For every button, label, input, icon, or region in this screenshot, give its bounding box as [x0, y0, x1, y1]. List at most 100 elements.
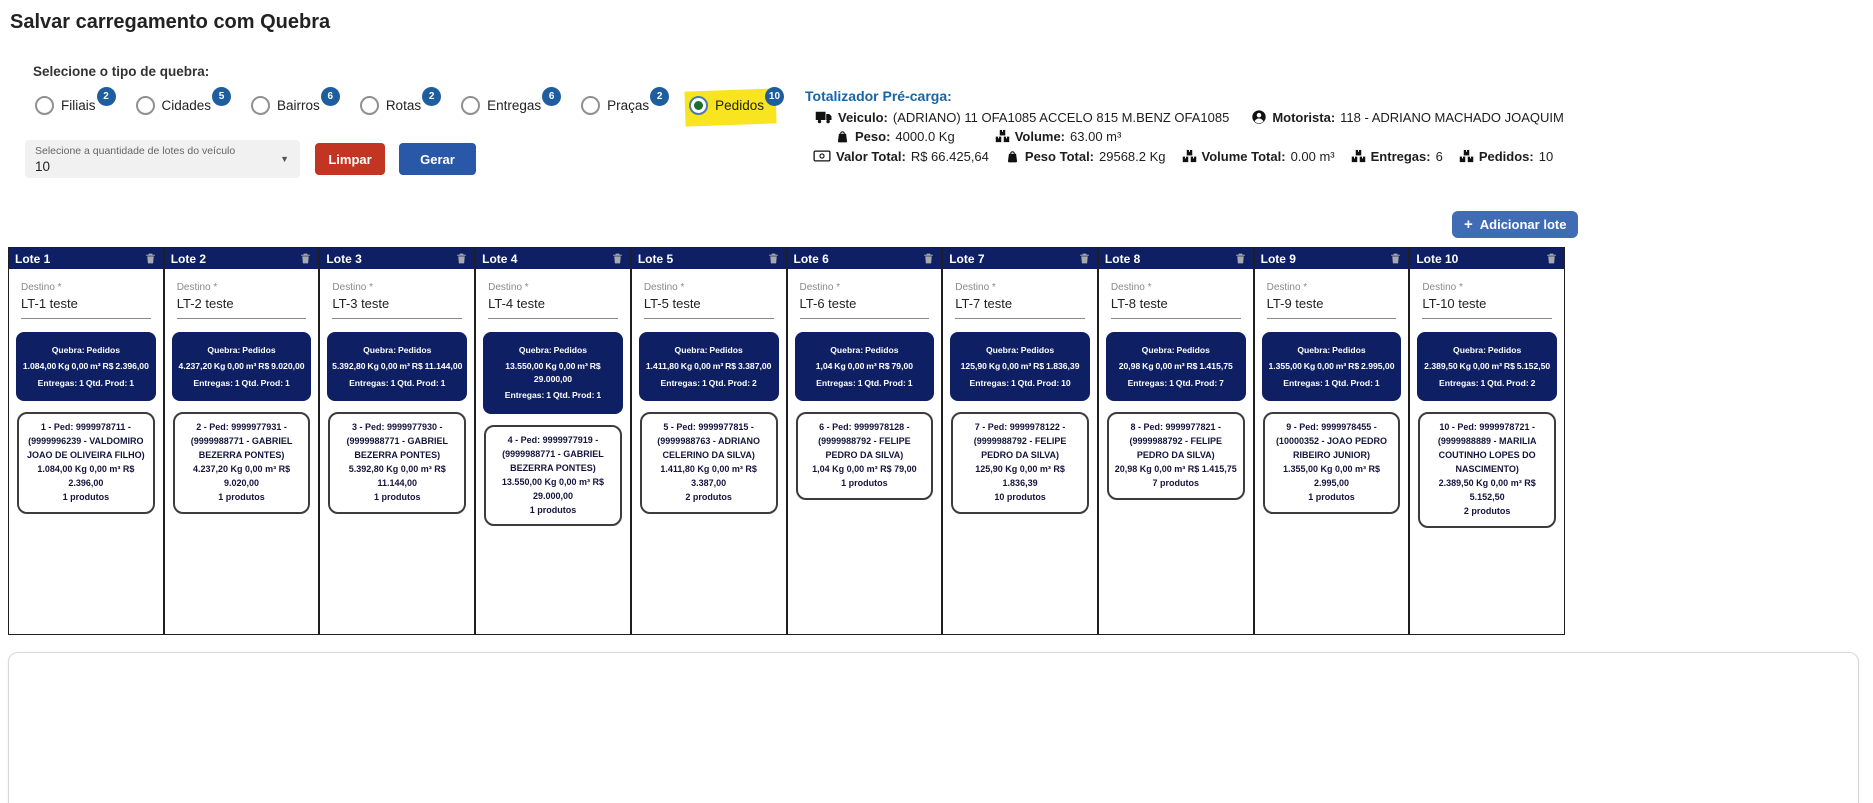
- quebra-summary-metrics: 13.550,00 Kg 0,00 m³ R$ 29.000,00: [505, 361, 601, 384]
- lote-header: Lote 1: [9, 248, 163, 269]
- totalizador-item-icon: [995, 129, 1010, 144]
- lote-title: Lote 5: [637, 251, 674, 266]
- plus-icon: +: [1464, 216, 1473, 233]
- radio-dot: [694, 101, 704, 110]
- order-metrics: 1.355,00 Kg 0,00 m³ R$ 2.995,00: [1282, 464, 1380, 489]
- order-products: 2 produtos: [685, 492, 732, 503]
- totalizador-item-icon: [1182, 149, 1197, 164]
- quebra-option[interactable]: Bairros 6: [249, 87, 342, 119]
- driver-icon: [1252, 110, 1266, 124]
- delete-lote-icon[interactable]: [611, 252, 624, 265]
- quebra-option[interactable]: Praças 2: [579, 87, 671, 119]
- delete-lote-icon[interactable]: [144, 252, 157, 265]
- order-card[interactable]: 9 - Ped: 9999978455 - (10000352 - JOAO P…: [1262, 412, 1401, 514]
- totalizador-item: Peso Total: 29568.2 Kg: [1005, 149, 1166, 164]
- destino-input[interactable]: Destino * LT-2 teste: [176, 282, 307, 319]
- destino-input[interactable]: Destino * LT-1 teste: [21, 282, 151, 319]
- quebra-summary-counts: Entregas: 1 Qtd. Prod: 1: [193, 377, 290, 388]
- totalizador-item-label: Pedidos:: [1478, 148, 1534, 164]
- totalizador-item-icon: [1351, 149, 1366, 164]
- lote-card: Lote 8 Destino * LT-8 teste Quebra: Pedi…: [1097, 247, 1254, 635]
- radio-icon[interactable]: [135, 96, 155, 115]
- quebra-summary-metrics: 4.237,20 Kg 0,00 m³ R$ 9.020,00: [178, 361, 305, 372]
- gerar-button[interactable]: Gerar: [399, 143, 476, 175]
- limpar-button[interactable]: Limpar: [315, 143, 385, 175]
- totalizador-item: Motorista: 118 - ADRIANO MACHADO JOAQUIM: [1251, 109, 1564, 125]
- radio-icon[interactable]: [689, 96, 709, 115]
- totalizador-item-label: Peso Total:: [1024, 148, 1095, 164]
- totalizador-item-value: (ADRIANO) 11 OFA1085 ACCELO 815 M.BENZ O…: [892, 109, 1230, 125]
- destino-input[interactable]: Destino * LT-6 teste: [799, 282, 930, 319]
- quebra-option[interactable]: Rotas 2: [358, 87, 443, 119]
- lote-header: Lote 4: [476, 248, 630, 269]
- destino-input[interactable]: Destino * LT-8 teste: [1110, 282, 1241, 319]
- adicionar-lote-button[interactable]: + Adicionar lote: [1452, 211, 1579, 238]
- totalizador-item-label: Volume:: [1014, 129, 1066, 144]
- lote-card: Lote 10 Destino * LT-10 teste Quebra: Pe…: [1409, 247, 1566, 635]
- order-id-line: 8 - Ped: 9999977821 - (9999988792 - FELI…: [1129, 422, 1223, 461]
- order-card[interactable]: 7 - Ped: 9999978122 - (9999988792 - FELI…: [951, 412, 1089, 514]
- quebra-option[interactable]: Pedidos 10: [687, 87, 786, 119]
- quebra-option[interactable]: Entregas 6: [459, 87, 563, 119]
- delete-lote-icon[interactable]: [299, 252, 312, 265]
- delete-lote-icon[interactable]: [1234, 252, 1247, 265]
- quebra-summary-metrics: 1,04 Kg 0,00 m³ R$ 79,00: [815, 361, 914, 372]
- radio-icon[interactable]: [251, 96, 271, 115]
- quebra-option[interactable]: Cidades 5: [134, 87, 234, 119]
- destino-input[interactable]: Destino * LT-3 teste: [332, 282, 463, 319]
- page-title: Salvar carregamento com Quebra: [10, 11, 331, 33]
- destino-value: LT-10 teste: [1422, 296, 1487, 311]
- delete-lote-icon[interactable]: [455, 252, 468, 265]
- radio-icon[interactable]: [359, 96, 379, 115]
- lot-quantity-select[interactable]: Selecione a quantidade de lotes do veícu…: [25, 140, 300, 178]
- order-card[interactable]: 5 - Ped: 9999977815 - (9999988763 - ADRI…: [639, 412, 778, 514]
- radio-icon[interactable]: [581, 96, 601, 115]
- totalizador-item: Entregas: 6: [1351, 149, 1443, 164]
- destino-input[interactable]: Destino * LT-9 teste: [1266, 282, 1397, 319]
- lote-header: Lote 3: [320, 248, 475, 269]
- delete-lote-icon[interactable]: [1545, 252, 1558, 265]
- quebra-summary-metrics: 125,90 Kg 0,00 m³ R$ 1.836,39: [960, 361, 1080, 372]
- destino-input[interactable]: Destino * LT-4 teste: [488, 282, 618, 319]
- delete-lote-icon[interactable]: [1078, 252, 1091, 265]
- order-card[interactable]: 8 - Ped: 9999977821 - (9999988792 - FELI…: [1106, 412, 1245, 501]
- quebra-summary: Quebra: Pedidos 5.392,80 Kg 0,00 m³ R$ 1…: [327, 332, 468, 402]
- count-badge: 2: [96, 87, 116, 106]
- quebra-summary-title: Quebra: Pedidos: [674, 345, 743, 355]
- order-card[interactable]: 3 - Ped: 9999977930 - (9999988771 - GABR…: [328, 412, 467, 514]
- quebra-summary-counts: Entregas: 1 Qtd. Prod: 1: [816, 377, 913, 388]
- order-metrics: 1.411,80 Kg 0,00 m³ R$ 3.387,00: [660, 464, 757, 489]
- quebra-option[interactable]: Filiais 2: [33, 87, 118, 119]
- order-card[interactable]: 6 - Ped: 9999978128 - (9999988792 - FELI…: [795, 412, 934, 501]
- destino-value: LT-3 teste: [332, 296, 390, 311]
- boxes-icon: [995, 129, 1009, 143]
- delete-lote-icon[interactable]: [1389, 252, 1402, 265]
- order-id-line: 6 - Ped: 9999978128 - (9999988792 - FELI…: [818, 422, 911, 461]
- destino-input[interactable]: Destino * LT-7 teste: [955, 282, 1085, 319]
- totalizador-item-value: R$ 66.425,64: [910, 148, 989, 164]
- totalizador-title: Totalizador Pré-carga:: [805, 88, 952, 104]
- totalizador-item-value: 10: [1538, 148, 1554, 164]
- order-card[interactable]: 2 - Ped: 9999977931 - (9999988771 - GABR…: [172, 412, 311, 514]
- order-card[interactable]: 10 - Ped: 9999978721 - (9999988889 - MAR…: [1418, 412, 1557, 528]
- totalizador-item: Pedidos: 10: [1459, 149, 1553, 164]
- delete-lote-icon[interactable]: [922, 252, 935, 265]
- destino-label: Destino *: [1266, 282, 1308, 293]
- radio-icon[interactable]: [461, 96, 481, 115]
- destino-input[interactable]: Destino * LT-5 teste: [643, 282, 774, 319]
- order-card[interactable]: 1 - Ped: 9999978711 - (9999996239 - VALD…: [17, 412, 155, 514]
- totalizador-item-icon: [1251, 109, 1267, 125]
- order-card[interactable]: 4 - Ped: 9999977919 - (9999988771 - GABR…: [484, 424, 622, 527]
- radio-icon[interactable]: [35, 96, 54, 115]
- quebra-summary-metrics: 20,98 Kg 0,00 m³ R$ 1.415,75: [1118, 361, 1233, 372]
- order-id-line: 4 - Ped: 9999977919 - (9999988771 - GABR…: [502, 434, 604, 473]
- quebra-summary-counts: Entregas: 1 Qtd. Prod: 1: [1283, 377, 1380, 388]
- destino-input[interactable]: Destino * LT-10 teste: [1422, 282, 1553, 319]
- quebra-summary-metrics: 1.411,80 Kg 0,00 m³ R$ 3.387,00: [645, 361, 772, 372]
- count-badge: 6: [542, 87, 562, 106]
- delete-lote-icon[interactable]: [767, 252, 780, 265]
- lote-header: Lote 8: [1098, 248, 1253, 269]
- quebra-summary-metrics: 1.355,00 Kg 0,00 m³ R$ 2.995,00: [1268, 361, 1395, 372]
- destino-label: Destino *: [176, 282, 218, 293]
- quebra-summary-title: Quebra: Pedidos: [51, 345, 120, 355]
